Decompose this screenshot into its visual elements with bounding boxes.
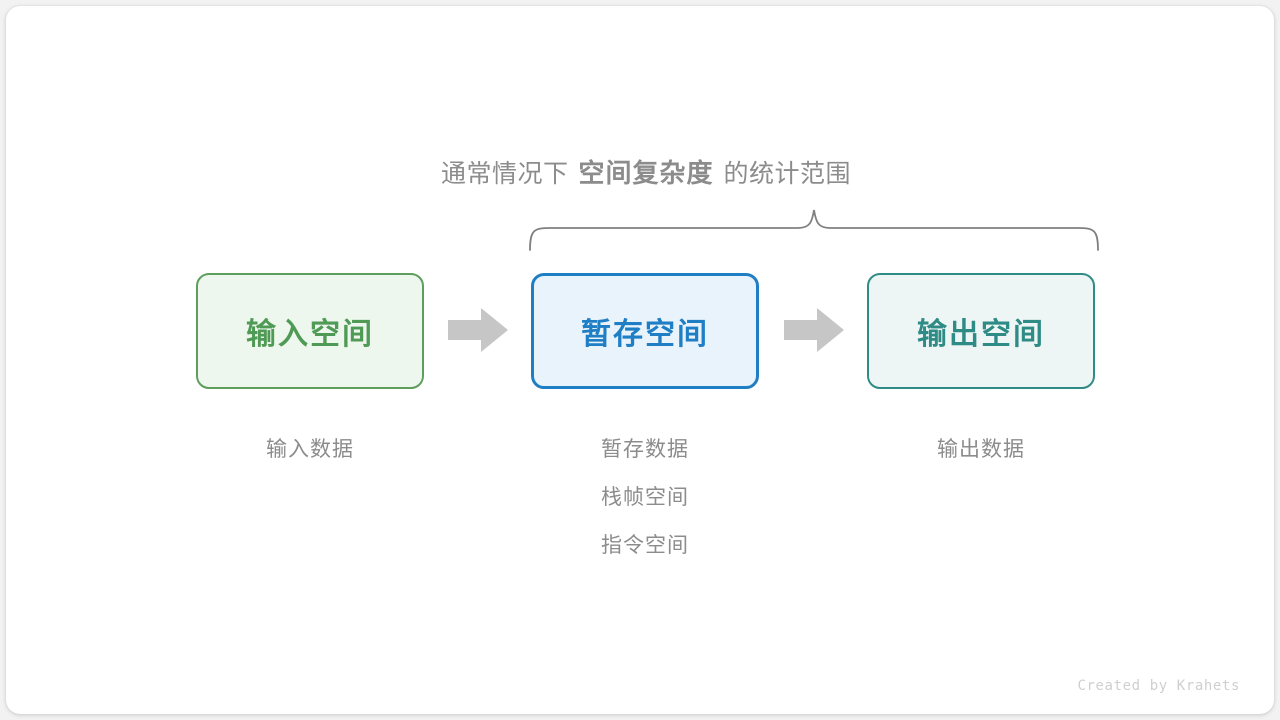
arrow-right-icon-1	[448, 308, 508, 352]
box-temp-space[interactable]: 暂存空间	[531, 273, 759, 389]
box-input-space-label: 输入空间	[246, 318, 374, 351]
box-input-space[interactable]: 输入空间	[196, 273, 424, 389]
caption-group-temp: 暂存数据 栈帧空间 指令空间	[531, 426, 759, 570]
credit-footer: Created by Krahets	[1077, 678, 1240, 694]
caption-group-output: 输出数据	[867, 426, 1095, 474]
caption-group-input: 输入数据	[196, 426, 424, 474]
heading-prefix: 通常情况下	[440, 160, 569, 188]
box-temp-space-label: 暂存空间	[581, 318, 709, 351]
heading-suffix: 的统计范围	[723, 160, 852, 188]
heading-line: 通常情况下空间复杂度的统计范围	[6, 154, 1280, 193]
box-output-space-label: 输出空间	[917, 318, 1045, 351]
slide-card: 通常情况下空间复杂度的统计范围 输入空间 暂存空间 输出空间	[6, 6, 1274, 714]
arrow-right-icon-2	[784, 308, 844, 352]
caption-temp-0: 暂存数据	[601, 438, 689, 461]
curly-brace	[524, 202, 1104, 258]
caption-output-0: 输出数据	[937, 438, 1025, 461]
caption-temp-1: 栈帧空间	[601, 486, 689, 509]
caption-temp-2: 指令空间	[601, 534, 689, 557]
caption-input-0: 输入数据	[266, 438, 354, 461]
heading-emphasis: 空间复杂度	[578, 158, 714, 188]
box-output-space[interactable]: 输出空间	[867, 273, 1095, 389]
